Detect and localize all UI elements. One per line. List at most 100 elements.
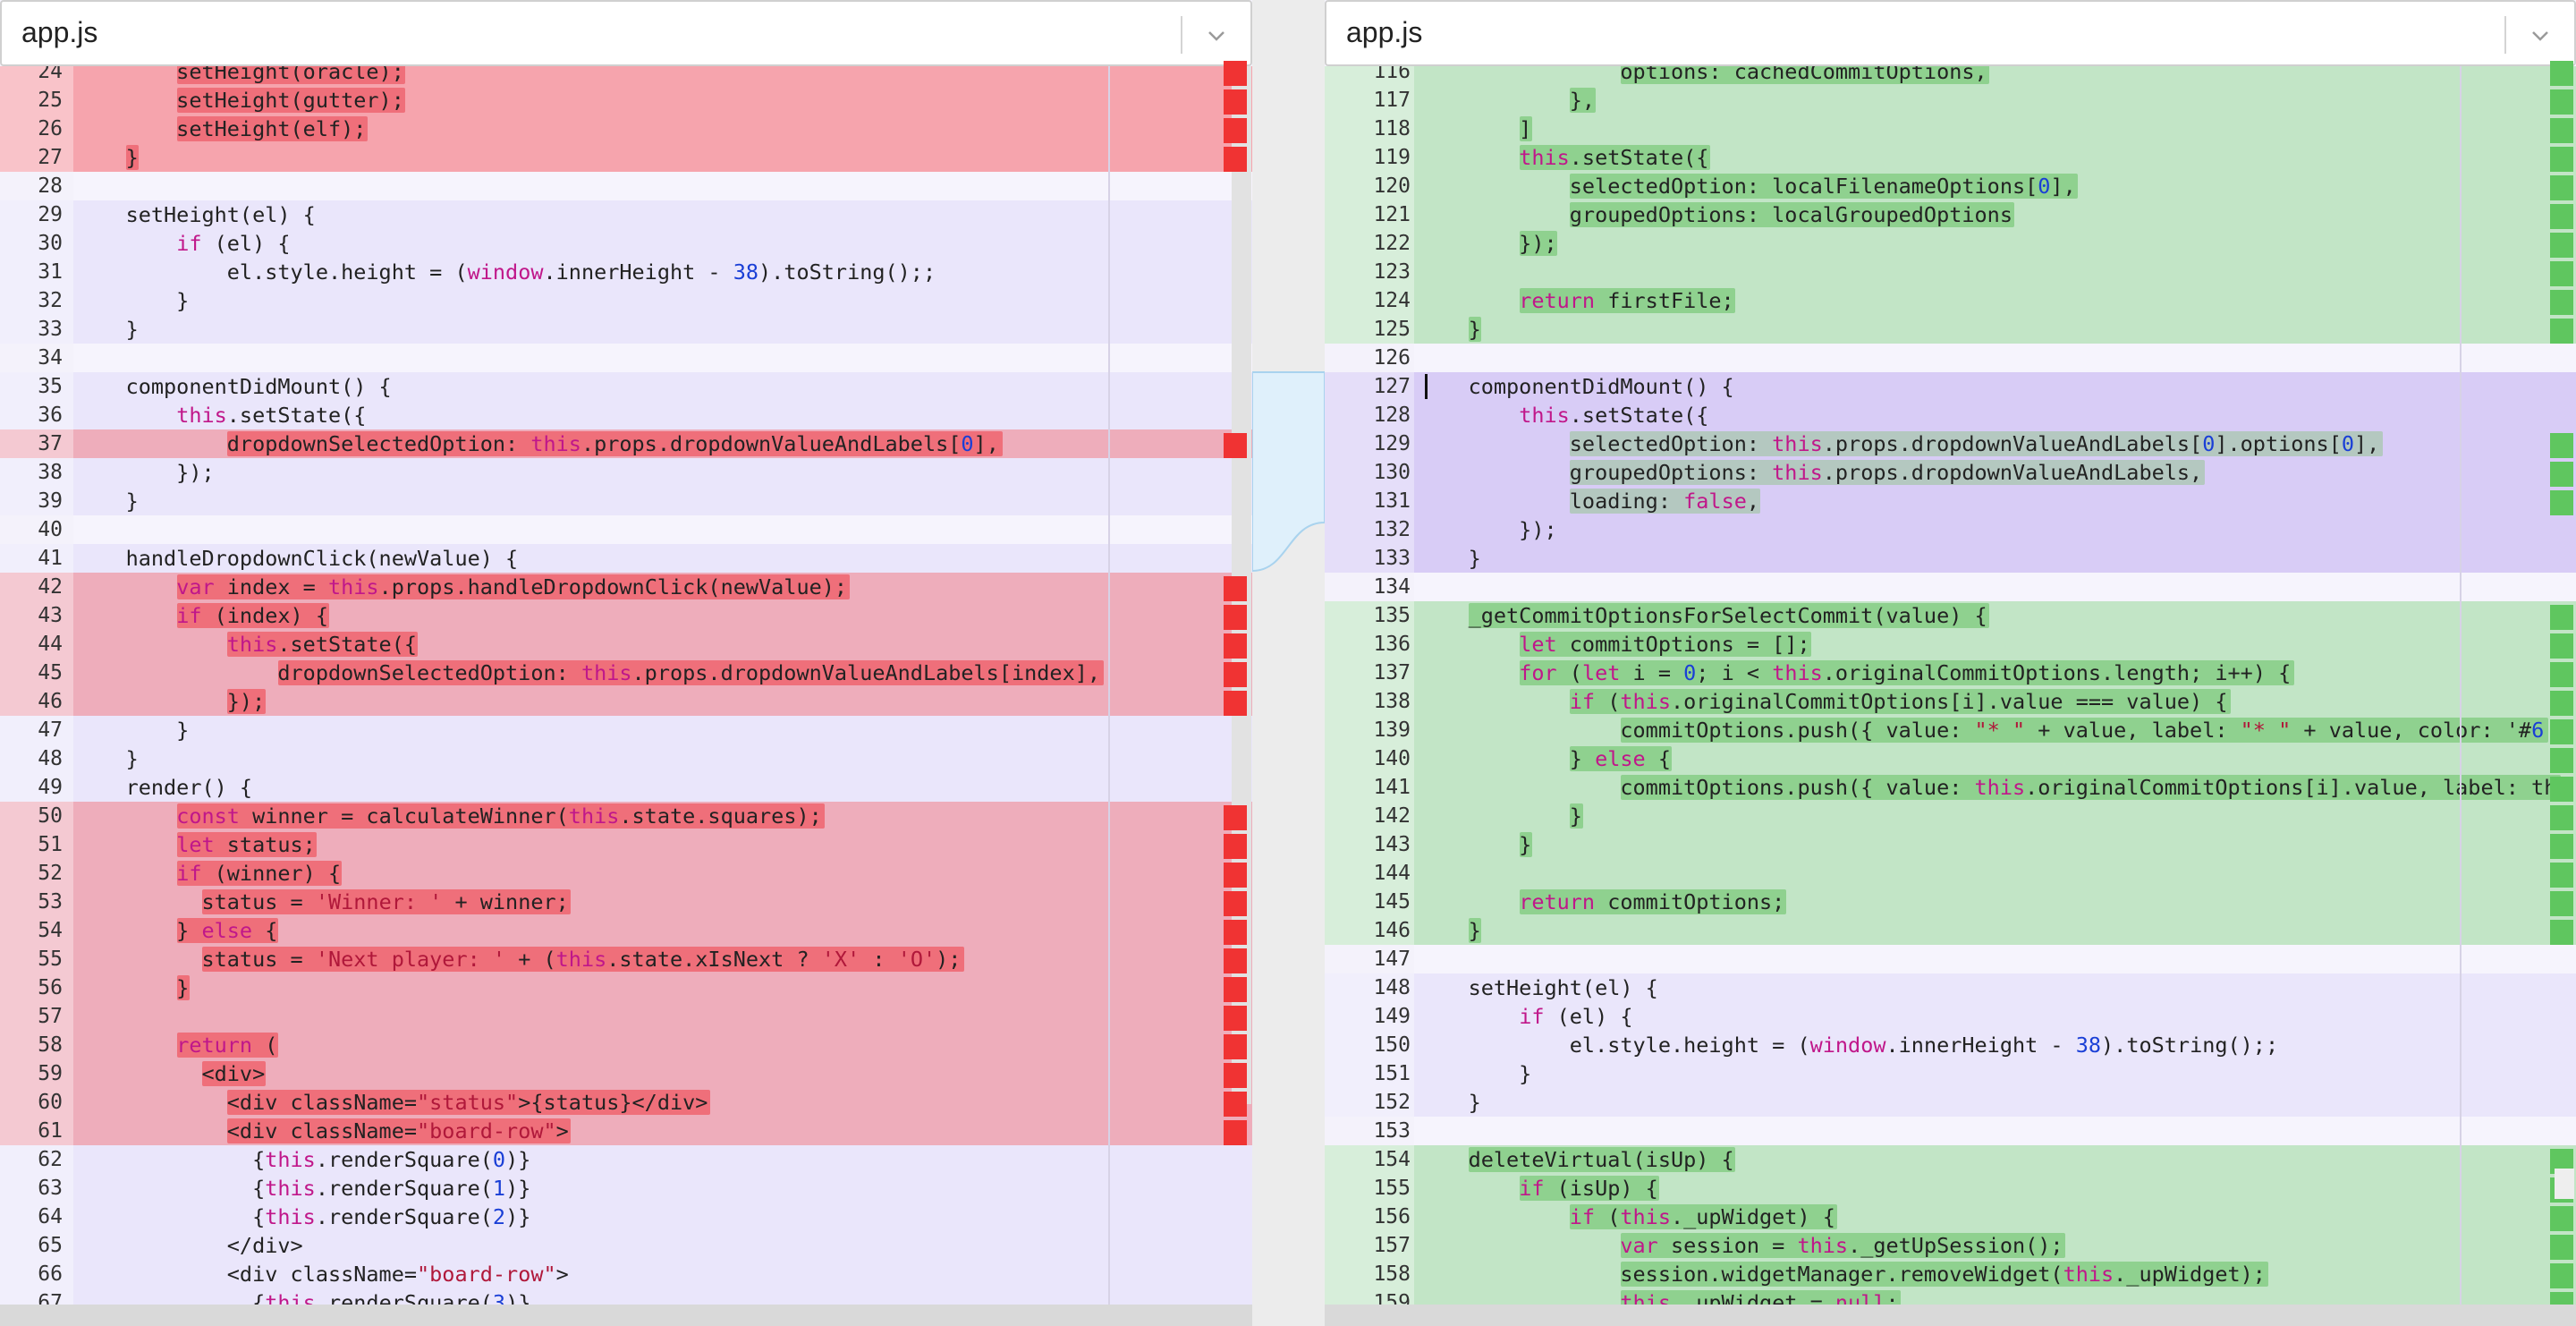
right-code-line[interactable]: 135 _getCommitOptionsForSelectCommit(val… (1325, 601, 2576, 630)
left-code-line[interactable]: 24 setHeight(oracle); (0, 66, 1252, 86)
left-file-selector[interactable]: app.js (0, 0, 1252, 66)
left-code-line[interactable]: 43 if (index) { (0, 601, 1252, 630)
left-code-line[interactable]: 27 } (0, 143, 1252, 172)
right-code-line[interactable]: 123 (1325, 258, 2576, 286)
overview-marker[interactable] (2550, 118, 2573, 143)
left-code-line[interactable]: 33 } (0, 315, 1252, 344)
right-file-selector[interactable]: app.js (1325, 0, 2576, 66)
overview-marker[interactable] (2550, 261, 2573, 286)
overview-marker[interactable] (2550, 147, 2573, 172)
left-code-line[interactable]: 37 dropdownSelectedOption: this.props.dr… (0, 429, 1252, 458)
overview-marker[interactable] (2550, 834, 2573, 859)
left-code-line[interactable]: 54 } else { (0, 916, 1252, 945)
chevron-down-icon[interactable] (2528, 23, 2553, 48)
overview-marker[interactable] (1224, 1006, 1247, 1031)
right-code-line[interactable]: 143 } (1325, 830, 2576, 859)
left-code-line[interactable]: 67 {this.renderSquare(3)} (0, 1288, 1252, 1305)
left-code-line[interactable]: 28 (0, 172, 1252, 200)
left-code-line[interactable]: 50 const winner = calculateWinner(this.s… (0, 802, 1252, 830)
left-code-area[interactable]: 24 setHeight(oracle);25 setHeight(gutter… (0, 66, 1252, 1305)
right-code-line[interactable]: 147 (1325, 945, 2576, 973)
overview-marker[interactable] (2550, 662, 2573, 687)
left-code-line[interactable]: 26 setHeight(elf); (0, 115, 1252, 143)
overview-marker[interactable] (2550, 490, 2573, 515)
overview-marker[interactable] (2550, 61, 2573, 86)
overview-marker[interactable] (1224, 1120, 1247, 1145)
right-code-line[interactable]: 133 } (1325, 544, 2576, 573)
left-code-line[interactable]: 60 <div className="status">{status}</div… (0, 1088, 1252, 1117)
overview-marker[interactable] (2550, 204, 2573, 229)
overview-marker[interactable] (2550, 290, 2573, 315)
right-overview-ruler[interactable] (2550, 61, 2573, 1317)
right-code-line[interactable]: 122 }); (1325, 229, 2576, 258)
left-horizontal-scrollbar[interactable] (0, 1305, 1252, 1326)
left-code-line[interactable]: 51 let status; (0, 830, 1252, 859)
left-code-line[interactable]: 38 }); (0, 458, 1252, 487)
left-code-line[interactable]: 44 this.setState({ (0, 630, 1252, 659)
overview-marker[interactable] (2550, 233, 2573, 258)
overview-marker[interactable] (1224, 662, 1247, 687)
overview-marker[interactable] (1224, 920, 1247, 945)
right-code-line[interactable]: 118 ] (1325, 115, 2576, 143)
overview-marker[interactable] (1224, 691, 1247, 716)
right-code-line[interactable]: 128 this.setState({ (1325, 401, 2576, 429)
left-code-line[interactable]: 66 <div className="board-row"> (0, 1260, 1252, 1288)
right-code-line[interactable]: 141 commitOptions.push({ value: this.ori… (1325, 773, 2576, 802)
right-code-line[interactable]: 155 if (isUp) { (1325, 1174, 2576, 1203)
left-code-line[interactable]: 39 } (0, 487, 1252, 515)
right-code-line[interactable]: 152 } (1325, 1088, 2576, 1117)
right-code-area[interactable]: 116 options: cachedCommitOptions,117 },1… (1325, 66, 2576, 1305)
overview-marker[interactable] (2550, 920, 2573, 945)
overview-marker[interactable] (1224, 805, 1247, 830)
right-vertical-scrollbar[interactable] (2555, 1169, 2574, 1199)
left-code-line[interactable]: 52 if (winner) { (0, 859, 1252, 888)
overview-marker[interactable] (1224, 605, 1247, 630)
overview-marker[interactable] (2550, 891, 2573, 916)
right-code-line[interactable]: 125 } (1325, 315, 2576, 344)
overview-marker[interactable] (2550, 805, 2573, 830)
right-code-line[interactable]: 156 if (this._upWidget) { (1325, 1203, 2576, 1231)
right-code-line[interactable]: 132 }); (1325, 515, 2576, 544)
right-code-line[interactable]: 157 var session = this._getUpSession(); (1325, 1231, 2576, 1260)
right-code-line[interactable]: 129 selectedOption: this.props.dropdownV… (1325, 429, 2576, 458)
overview-marker[interactable] (1224, 863, 1247, 888)
right-horizontal-scrollbar[interactable] (1325, 1305, 2576, 1326)
right-code-line[interactable]: 120 selectedOption: localFilenameOptions… (1325, 172, 2576, 200)
left-code-line[interactable]: 36 this.setState({ (0, 401, 1252, 429)
overview-marker[interactable] (1224, 118, 1247, 143)
overview-marker[interactable] (1224, 891, 1247, 916)
overview-marker[interactable] (2550, 863, 2573, 888)
overview-marker[interactable] (1224, 61, 1247, 86)
left-code-line[interactable]: 49 render() { (0, 773, 1252, 802)
left-code-line[interactable]: 53 status = 'Winner: ' + winner; (0, 888, 1252, 916)
overview-marker[interactable] (1224, 147, 1247, 172)
overview-marker[interactable] (2550, 1263, 2573, 1288)
right-code-line[interactable]: 116 options: cachedCommitOptions, (1325, 66, 2576, 86)
right-code-line[interactable]: 145 return commitOptions; (1325, 888, 2576, 916)
chevron-down-icon[interactable] (1204, 23, 1229, 48)
overview-marker[interactable] (1224, 576, 1247, 601)
overview-marker[interactable] (2550, 633, 2573, 659)
left-code-line[interactable]: 56 } (0, 973, 1252, 1002)
left-code-line[interactable]: 47 } (0, 716, 1252, 744)
right-code-line[interactable]: 153 (1325, 1117, 2576, 1145)
left-code-line[interactable]: 57 (0, 1002, 1252, 1031)
right-code-line[interactable]: 144 (1325, 859, 2576, 888)
right-code-line[interactable]: 149 if (el) { (1325, 1002, 2576, 1031)
right-code-line[interactable]: 151 } (1325, 1059, 2576, 1088)
left-code-line[interactable]: 30 if (el) { (0, 229, 1252, 258)
right-code-line[interactable]: 154 deleteVirtual(isUp) { (1325, 1145, 2576, 1174)
overview-marker[interactable] (2550, 605, 2573, 630)
right-code-line[interactable]: 136 let commitOptions = []; (1325, 630, 2576, 659)
left-code-line[interactable]: 31 el.style.height = (window.innerHeight… (0, 258, 1252, 286)
left-editor-pane[interactable]: app.js 24 setHeight(oracle);25 setHeight… (0, 0, 1252, 1326)
left-code-line[interactable]: 65 </div> (0, 1231, 1252, 1260)
overview-marker[interactable] (2550, 433, 2573, 458)
right-code-line[interactable]: 121 groupedOptions: localGroupedOptions (1325, 200, 2576, 229)
left-code-line[interactable]: 34 (0, 344, 1252, 372)
overview-marker[interactable] (2550, 691, 2573, 716)
left-code-line[interactable]: 64 {this.renderSquare(2)} (0, 1203, 1252, 1231)
right-code-line[interactable]: 134 (1325, 573, 2576, 601)
right-code-line[interactable]: 117 }, (1325, 86, 2576, 115)
overview-marker[interactable] (1224, 633, 1247, 659)
